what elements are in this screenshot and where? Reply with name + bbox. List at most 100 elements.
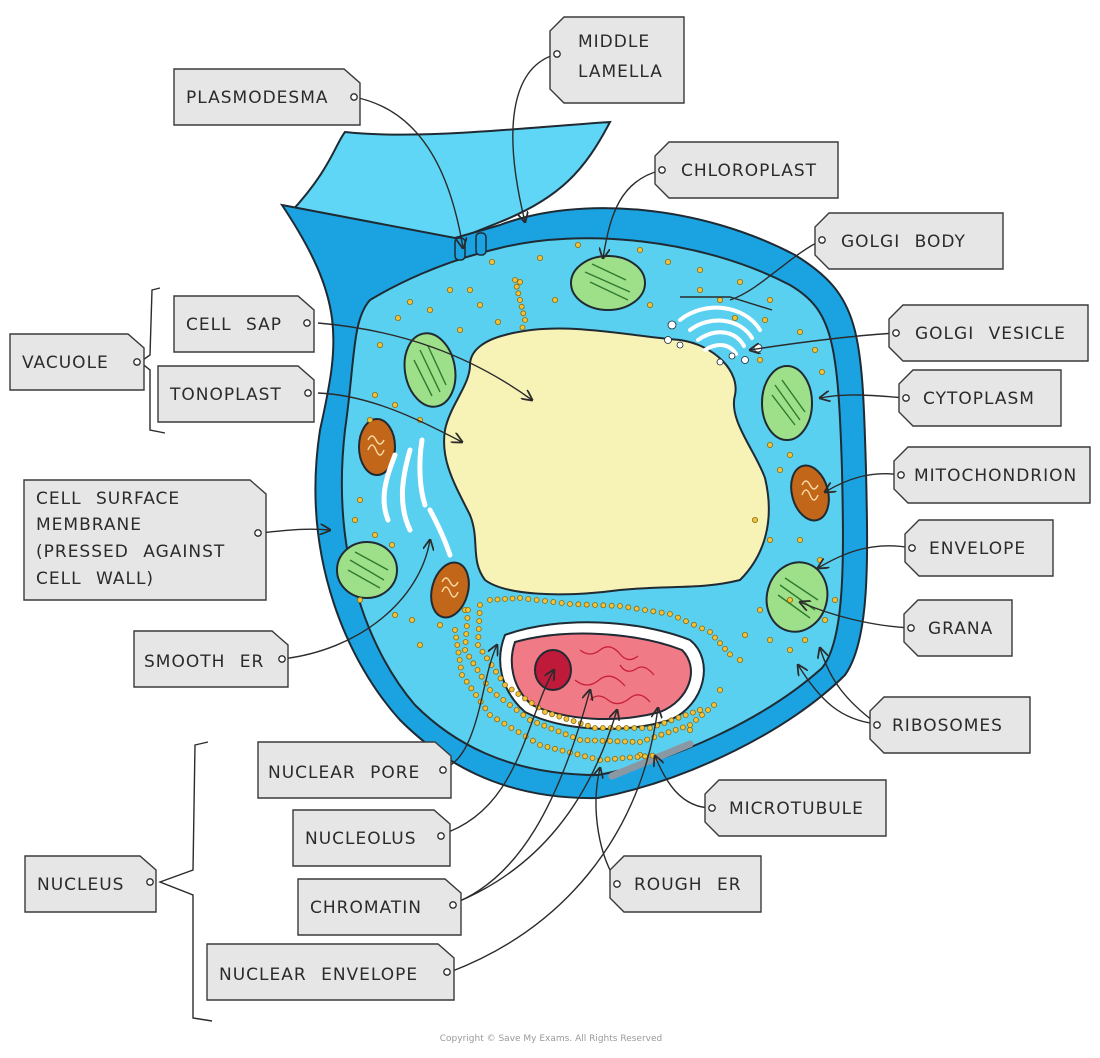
rough-er-ribosome bbox=[484, 655, 490, 662]
rough-er-ribosome bbox=[683, 618, 689, 625]
rough-er-ribosome bbox=[463, 678, 470, 685]
svg-text:PLASMODESMA: PLASMODESMA bbox=[186, 88, 329, 108]
label-envelope: ENVELOPE bbox=[904, 519, 1054, 577]
rough-er-ribosome bbox=[457, 664, 464, 671]
svg-text:CELL WALL): CELL WALL) bbox=[36, 569, 154, 589]
rough-er-ribosome bbox=[455, 649, 462, 656]
label-vacuole: VACUOLE bbox=[9, 333, 145, 391]
rough-er-ribosome bbox=[475, 626, 482, 632]
rough-er-ribosome bbox=[468, 685, 475, 692]
rough-er-ribosome bbox=[477, 602, 483, 608]
rough-er-ribosome bbox=[672, 727, 679, 733]
rough-er-ribosome bbox=[530, 737, 536, 744]
rough-er-ribosome bbox=[589, 755, 596, 761]
copyright-notice: Copyright © Save My Exams. All Rights Re… bbox=[440, 1034, 662, 1044]
rough-er-ribosome bbox=[515, 290, 522, 297]
rough-er-ribosome bbox=[712, 634, 718, 641]
rough-er-ribosome bbox=[475, 634, 482, 640]
ribosome-dot bbox=[517, 278, 524, 285]
rough-er-ribosome bbox=[513, 707, 520, 713]
rough-er-ribosome bbox=[534, 720, 540, 726]
rough-er-ribosome bbox=[512, 277, 518, 283]
leader-chloroplast bbox=[603, 169, 663, 258]
nucleolus-shape bbox=[534, 649, 572, 691]
rough-er-ribosome bbox=[600, 725, 606, 731]
svg-text:RIBOSOMES: RIBOSOMES bbox=[892, 716, 1003, 736]
leader-chromatin-1 bbox=[449, 690, 590, 906]
leader-nucleolus bbox=[439, 670, 554, 836]
mitochondria bbox=[358, 418, 830, 619]
ribosome-dot bbox=[717, 296, 724, 303]
ribosome-dot bbox=[802, 637, 809, 644]
mitochondrion bbox=[430, 561, 470, 619]
rough-er-ribosome bbox=[592, 602, 598, 608]
leader-plasmodesma bbox=[353, 96, 463, 248]
ribosome-dot bbox=[742, 632, 749, 639]
rough-er-ribosome bbox=[567, 601, 573, 607]
rough-er-ribosome bbox=[658, 609, 665, 616]
ribosome-dot bbox=[391, 401, 398, 408]
golgi-body-bracket bbox=[680, 296, 773, 311]
leader-cell-sap bbox=[317, 322, 532, 400]
vacuole bbox=[443, 327, 770, 596]
ribosome-dot bbox=[822, 617, 829, 624]
rough-er-ribosome bbox=[558, 600, 565, 606]
rough-er-ribosome bbox=[549, 711, 555, 718]
rough-er-ribosome bbox=[475, 642, 481, 648]
smooth-er bbox=[381, 437, 453, 558]
rough-er-ribosome bbox=[661, 720, 668, 726]
ribosome-dot bbox=[426, 306, 433, 313]
rough-er-ribosome bbox=[627, 754, 633, 761]
label-nuclear-envelope: NUCLEAR ENVELOPE bbox=[206, 943, 455, 1001]
ribosome-dot bbox=[732, 314, 739, 321]
leader-nuclear-pore bbox=[439, 645, 497, 771]
rough-er-ribosome bbox=[583, 601, 590, 608]
leader-ribosomes-1 bbox=[798, 665, 878, 725]
rough-er-ribosome bbox=[727, 651, 733, 658]
rough-er-ribosome bbox=[607, 738, 613, 744]
rough-er-ribosome bbox=[584, 737, 591, 744]
rough-er-ribosome bbox=[463, 623, 470, 629]
svg-text:CELL SURFACE: CELL SURFACE bbox=[36, 489, 180, 509]
rough-er-ribosome bbox=[604, 756, 611, 763]
rough-er-ribosome bbox=[479, 648, 486, 655]
rough-er-ribosome bbox=[623, 725, 630, 731]
svg-text:CELL SAP: CELL SAP bbox=[186, 315, 282, 335]
label-middle-lamella: MIDDLE LAMELLA bbox=[549, 16, 685, 104]
rough-er-ribosome bbox=[552, 745, 558, 752]
label-plasmodesma: PLASMODESMA bbox=[173, 68, 361, 126]
svg-text:NUCLEUS: NUCLEUS bbox=[37, 875, 124, 895]
rough-er-ribosome bbox=[497, 675, 504, 682]
rough-er-ribosome bbox=[470, 660, 477, 667]
ribosome-dot bbox=[767, 637, 774, 644]
mitochondrion bbox=[358, 418, 396, 476]
svg-text:CHLOROPLAST: CHLOROPLAST bbox=[681, 161, 817, 181]
rough-er-ribosome bbox=[476, 610, 483, 616]
leader-chromatin-2 bbox=[449, 710, 617, 906]
ribosome-dot bbox=[356, 597, 363, 604]
chloroplast bbox=[570, 255, 646, 311]
svg-text:ROUGH ER: ROUGH ER bbox=[634, 875, 742, 895]
rough-er-ribosome bbox=[680, 724, 686, 731]
label-chloroplast: CHLOROPLAST bbox=[654, 141, 839, 199]
label-nucleus: NUCLEUS bbox=[24, 855, 157, 913]
svg-text:NUCLEAR PORE: NUCLEAR PORE bbox=[268, 763, 420, 783]
rough-er-ribosome bbox=[502, 596, 508, 602]
rough-er-ribosome bbox=[544, 744, 551, 750]
rough-er-ribosome bbox=[476, 618, 483, 624]
neighbouring-cell bbox=[287, 120, 612, 242]
rough-er-ribosome bbox=[474, 667, 481, 673]
svg-text:GOLGI BODY: GOLGI BODY bbox=[841, 232, 966, 252]
rough-er-ribosome bbox=[507, 702, 513, 708]
svg-text:MIDDLE: MIDDLE bbox=[578, 32, 650, 52]
rough-er-ribosome bbox=[600, 602, 607, 609]
ribosome-dot bbox=[351, 517, 358, 524]
rough-er-ribosome bbox=[517, 297, 523, 303]
label-chromatin: CHROMATIN bbox=[297, 878, 462, 936]
rough-er-ribosome bbox=[637, 739, 643, 745]
rough-er-ribosome bbox=[667, 611, 673, 617]
rough-er-ribosome bbox=[478, 673, 485, 680]
svg-text:VACUOLE: VACUOLE bbox=[22, 353, 109, 373]
ribosome-dot bbox=[797, 328, 804, 335]
rough-er-ribosome bbox=[592, 737, 598, 744]
